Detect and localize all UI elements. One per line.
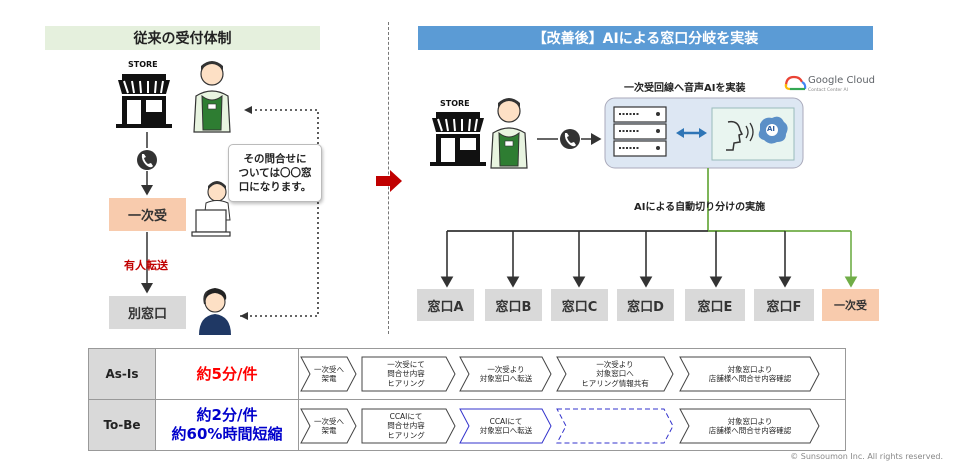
comparison-table: As-Is 約5分/件 To-Be 約2分/件 約60%時間短縮	[88, 348, 846, 451]
to-be-metric-line2: 約60%時間短縮	[171, 425, 283, 443]
window-a: 窓口A	[417, 289, 474, 321]
server-icon	[613, 106, 667, 157]
left-panel-header: 従来の受付体制	[45, 26, 320, 50]
as-is-step-2: 一次受にて 問合せ内容 ヒアリング	[387, 359, 425, 388]
as-is-step-4: 一次受より 対象窓口へ ヒアリング情報共有	[581, 359, 649, 388]
window-c: 窓口C	[551, 289, 608, 321]
store-clerk-icon-right	[490, 98, 528, 169]
transition-arrow	[376, 170, 402, 192]
copyright: © Sunsoumon Inc. All rights reserved.	[790, 452, 943, 461]
as-is-step-3: 一次受より 対象窓口へ転送	[479, 364, 533, 384]
store-label: STORE	[128, 60, 158, 69]
to-be-label: To-Be	[88, 399, 156, 451]
right-panel-header: 【改善後】AIによる窓口分岐を実装	[418, 26, 873, 50]
store-label-right: STORE	[440, 99, 470, 108]
store-clerk-icon	[193, 61, 231, 133]
first-reception-box-right: 一次受	[822, 289, 879, 321]
to-be-flow-cell	[298, 399, 846, 451]
contact-center-label: Contact Center AI	[808, 88, 848, 93]
phone-icon-right	[560, 129, 580, 149]
google-cloud-label: Google Cloud	[808, 75, 876, 86]
phone-icon	[137, 150, 157, 170]
as-is-step-1: 一次受へ 架電	[314, 364, 344, 384]
window-e: 窓口E	[685, 289, 745, 321]
to-be-step-2: CCAIにて 問合せ内容 ヒアリング	[387, 411, 425, 440]
as-is-flow-cell	[298, 348, 846, 400]
store-icon-right	[430, 112, 486, 166]
google-cloud-logo	[784, 75, 807, 91]
as-is-row: As-Is 約5分/件	[88, 348, 846, 400]
auto-routing-label: AIによる自動切り分けの実施	[634, 202, 766, 213]
to-be-step-4	[561, 409, 669, 443]
voice-ai-label: 一次受回線へ音声AIを実装	[624, 83, 746, 94]
other-window-box: 別窓口	[109, 296, 186, 329]
window-f: 窓口F	[754, 289, 814, 321]
voice-ai-icon	[726, 116, 788, 151]
bidirectional-arrow	[676, 128, 707, 138]
as-is-label: As-Is	[88, 348, 156, 400]
window-b: 窓口B	[485, 289, 542, 321]
headset-operator-icon	[199, 288, 231, 335]
to-be-metric: 約2分/件 約60%時間短縮	[155, 399, 299, 451]
to-be-step-3: CCAIにて 対象窓口へ転送	[479, 416, 533, 436]
speech-bubble: その問合せに ついては〇〇窓 口になります。	[228, 144, 322, 202]
store-icon	[116, 74, 172, 128]
first-reception-box: 一次受	[109, 198, 186, 231]
as-is-step-5: 対象窓口より 店舗様へ問合せ内容確認	[708, 364, 792, 384]
to-be-row: To-Be 約2分/件 約60%時間短縮	[88, 399, 846, 451]
window-d: 窓口D	[617, 289, 674, 321]
to-be-step-1: 一次受へ 架電	[314, 416, 344, 436]
to-be-metric-line1: 約2分/件	[196, 406, 258, 424]
ai-badge: AI	[767, 125, 776, 133]
operator-icon	[191, 181, 231, 237]
as-is-metric: 約5分/件	[155, 348, 299, 400]
transfer-label: 有人転送	[124, 259, 168, 272]
to-be-step-5: 対象窓口より 店舗様へ問合せ内容確認	[708, 416, 792, 436]
